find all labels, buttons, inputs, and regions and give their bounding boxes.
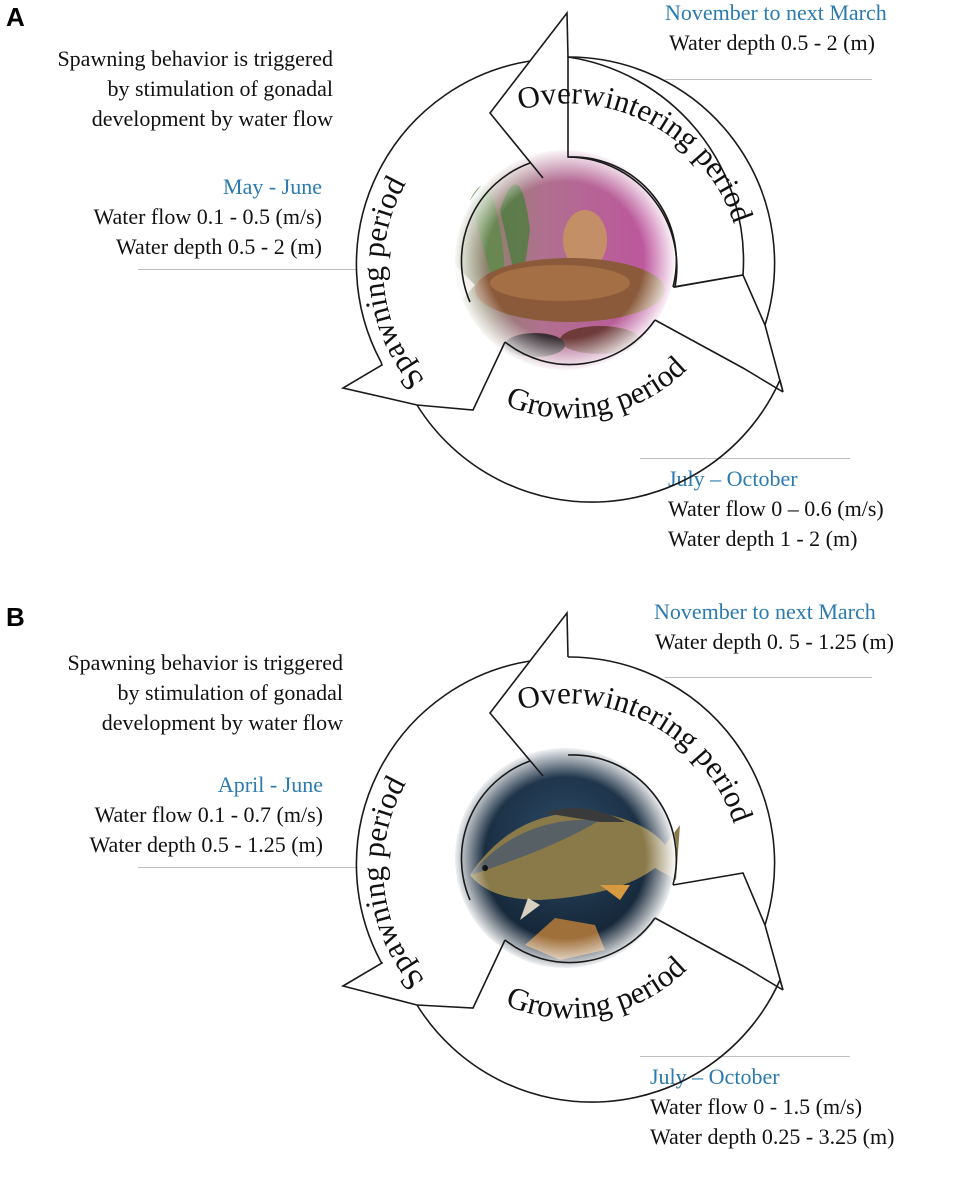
overwintering-months: November to next March <box>654 599 876 624</box>
growing-months: July – October <box>650 1064 780 1089</box>
panel-label: A <box>6 2 25 32</box>
spawning-depth: Water depth 0.5 - 2 (m) <box>116 234 322 259</box>
growing-depth: Water depth 1 - 2 (m) <box>668 526 858 551</box>
inner-arc-overwintering <box>567 754 678 886</box>
spawning-rule <box>138 867 356 868</box>
trigger-note-line: development by water flow <box>101 710 343 735</box>
arrowhead-right <box>672 274 766 326</box>
inner-arc-spawning <box>460 162 531 303</box>
growing-rule <box>640 458 850 459</box>
growing-info: July – October Water flow 0 - 1.5 (m/s) … <box>650 1062 894 1152</box>
overwintering-info: November to next March Water depth 0.5 -… <box>665 0 887 58</box>
spawning-months: May - June <box>223 174 322 199</box>
panel-a: A Spawning behavior is triggered by stim… <box>0 0 955 580</box>
arrowhead-left <box>416 341 506 411</box>
life-cycle-diagram: Overwintering period Spawning period Gro… <box>340 10 784 503</box>
arrowhead-top <box>529 10 569 62</box>
overwintering-info: November to next March Water depth 0. 5 … <box>654 597 894 657</box>
arrowhead-right <box>672 872 766 926</box>
trigger-note-line: by stimulation of gonadal <box>117 680 343 705</box>
outer-arc-growing <box>416 979 781 1103</box>
spawning-info: May - June Water flow 0.1 - 0.5 (m/s) Wa… <box>93 172 322 262</box>
fish-photo <box>453 148 677 372</box>
arrowhead-top <box>529 610 569 662</box>
spawning-info: April - June Water flow 0.1 - 0.7 (m/s) … <box>90 770 323 860</box>
outer-arc-overwintering <box>567 656 776 926</box>
panel-label: B <box>6 602 25 632</box>
arrowhead-left <box>416 939 506 1009</box>
spawning-rule <box>138 269 356 270</box>
spawning-depth: Water depth 0.5 - 1.25 (m) <box>89 832 323 857</box>
overwintering-rule <box>665 677 872 678</box>
growing-flow: Water flow 0 - 1.5 (m/s) <box>650 1094 863 1119</box>
outer-arc-overwintering <box>567 56 776 326</box>
growing-info: July – October Water flow 0 – 0.6 (m/s) … <box>668 464 884 554</box>
spawning-label: Spawning period <box>355 770 430 998</box>
overwintering-months: November to next March <box>665 0 887 25</box>
overwintering-depth: Water depth 0.5 - 2 (m) <box>669 30 875 55</box>
inner-arc-growing <box>504 917 656 964</box>
trigger-note: Spawning behavior is triggered by stimul… <box>67 648 343 738</box>
trigger-note: Spawning behavior is triggered by stimul… <box>57 44 333 134</box>
trigger-note-line: by stimulation of gonadal <box>107 76 333 101</box>
spawning-flow: Water flow 0.1 - 0.5 (m/s) <box>93 204 322 229</box>
spawning-flow: Water flow 0.1 - 0.7 (m/s) <box>94 802 323 827</box>
outer-arc-spawning <box>355 660 531 963</box>
spawning-label: Spawning period <box>355 170 430 398</box>
inner-arc-growing <box>504 319 656 366</box>
life-cycle-diagram: Overwintering period Spawning period Gro… <box>340 610 784 1103</box>
growing-rule <box>640 1056 850 1057</box>
overwintering-rule <box>665 79 872 80</box>
outer-arc-spawning <box>355 60 531 363</box>
growing-months: July – October <box>668 466 798 491</box>
panel-b: B Spawning behavior is triggered by stim… <box>0 597 955 1180</box>
trigger-note-line: Spawning behavior is triggered <box>67 650 343 675</box>
trigger-note-line: development by water flow <box>91 106 333 131</box>
overwintering-depth: Water depth 0. 5 - 1.25 (m) <box>655 629 894 654</box>
outer-arc-growing <box>416 379 781 503</box>
inner-arc-overwintering <box>567 156 678 288</box>
trigger-note-line: Spawning behavior is triggered <box>57 46 333 71</box>
growing-flow: Water flow 0 – 0.6 (m/s) <box>668 496 884 521</box>
spawning-months: April - June <box>217 772 323 797</box>
fish-photo <box>453 746 680 970</box>
growing-depth: Water depth 0.25 - 3.25 (m) <box>650 1124 895 1149</box>
inner-arc-spawning <box>460 760 531 901</box>
